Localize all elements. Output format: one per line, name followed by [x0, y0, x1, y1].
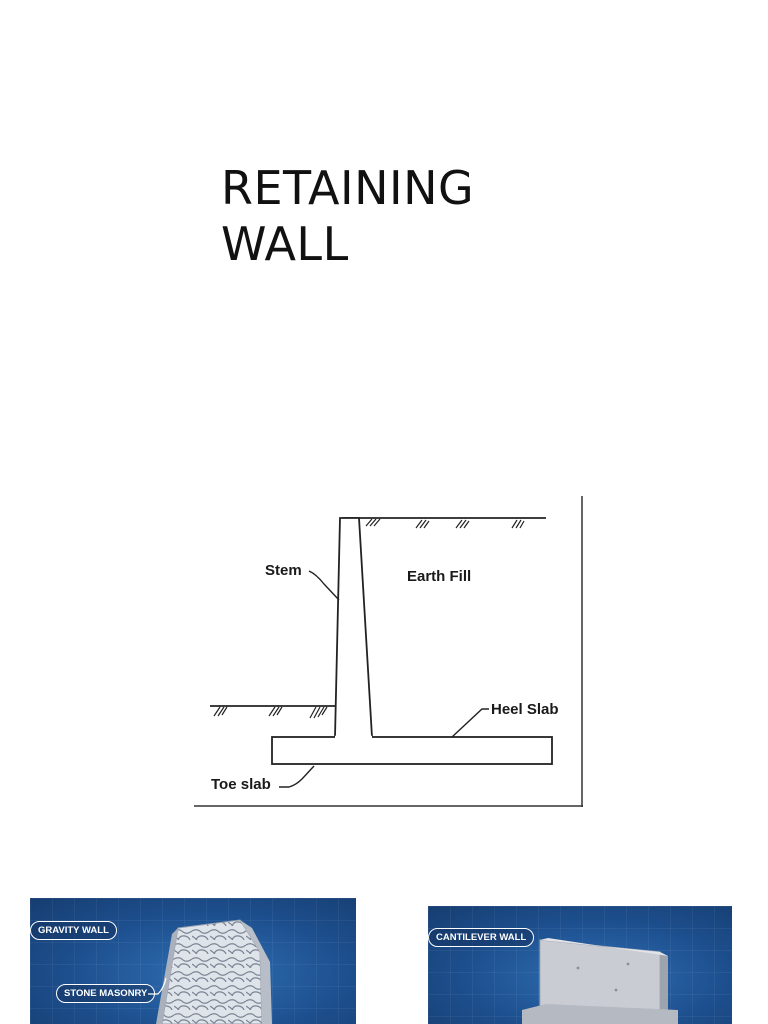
diagram-svg: Stem Earth Fill Heel Slab Toe slab [194, 496, 584, 808]
cantilever-wall-image: CANTILEVER WALL [428, 906, 732, 1024]
label-toe-slab: Toe slab [211, 776, 271, 793]
callout-leader [148, 977, 167, 995]
title-line-2: WALL [221, 217, 349, 271]
gravity-wall-image: GRAVITY WALL STONE MASONRY [30, 898, 356, 1024]
retaining-wall-diagram: Stem Earth Fill Heel Slab Toe slab [194, 496, 584, 808]
label-heel-slab: Heel Slab [491, 701, 559, 718]
heel-leader [451, 708, 489, 738]
cantilever-wall-illustration [522, 938, 678, 1024]
cantilever-wall-tag: CANTILEVER WALL [428, 928, 535, 947]
title-line-1: RETAINING [221, 161, 475, 215]
ground-hatch-top [365, 518, 525, 529]
ground-hatch-left [213, 706, 328, 719]
label-earth-fill: Earth Fill [407, 568, 471, 585]
gravity-wall-illustration [156, 919, 272, 1024]
label-stem: Stem [265, 562, 302, 579]
stem-leader [308, 570, 340, 601]
slide-title: RETAINING WALL [221, 160, 474, 272]
gravity-wall-tag: GRAVITY WALL [30, 921, 117, 940]
toe-leader [279, 765, 315, 788]
base-slab [271, 736, 553, 765]
